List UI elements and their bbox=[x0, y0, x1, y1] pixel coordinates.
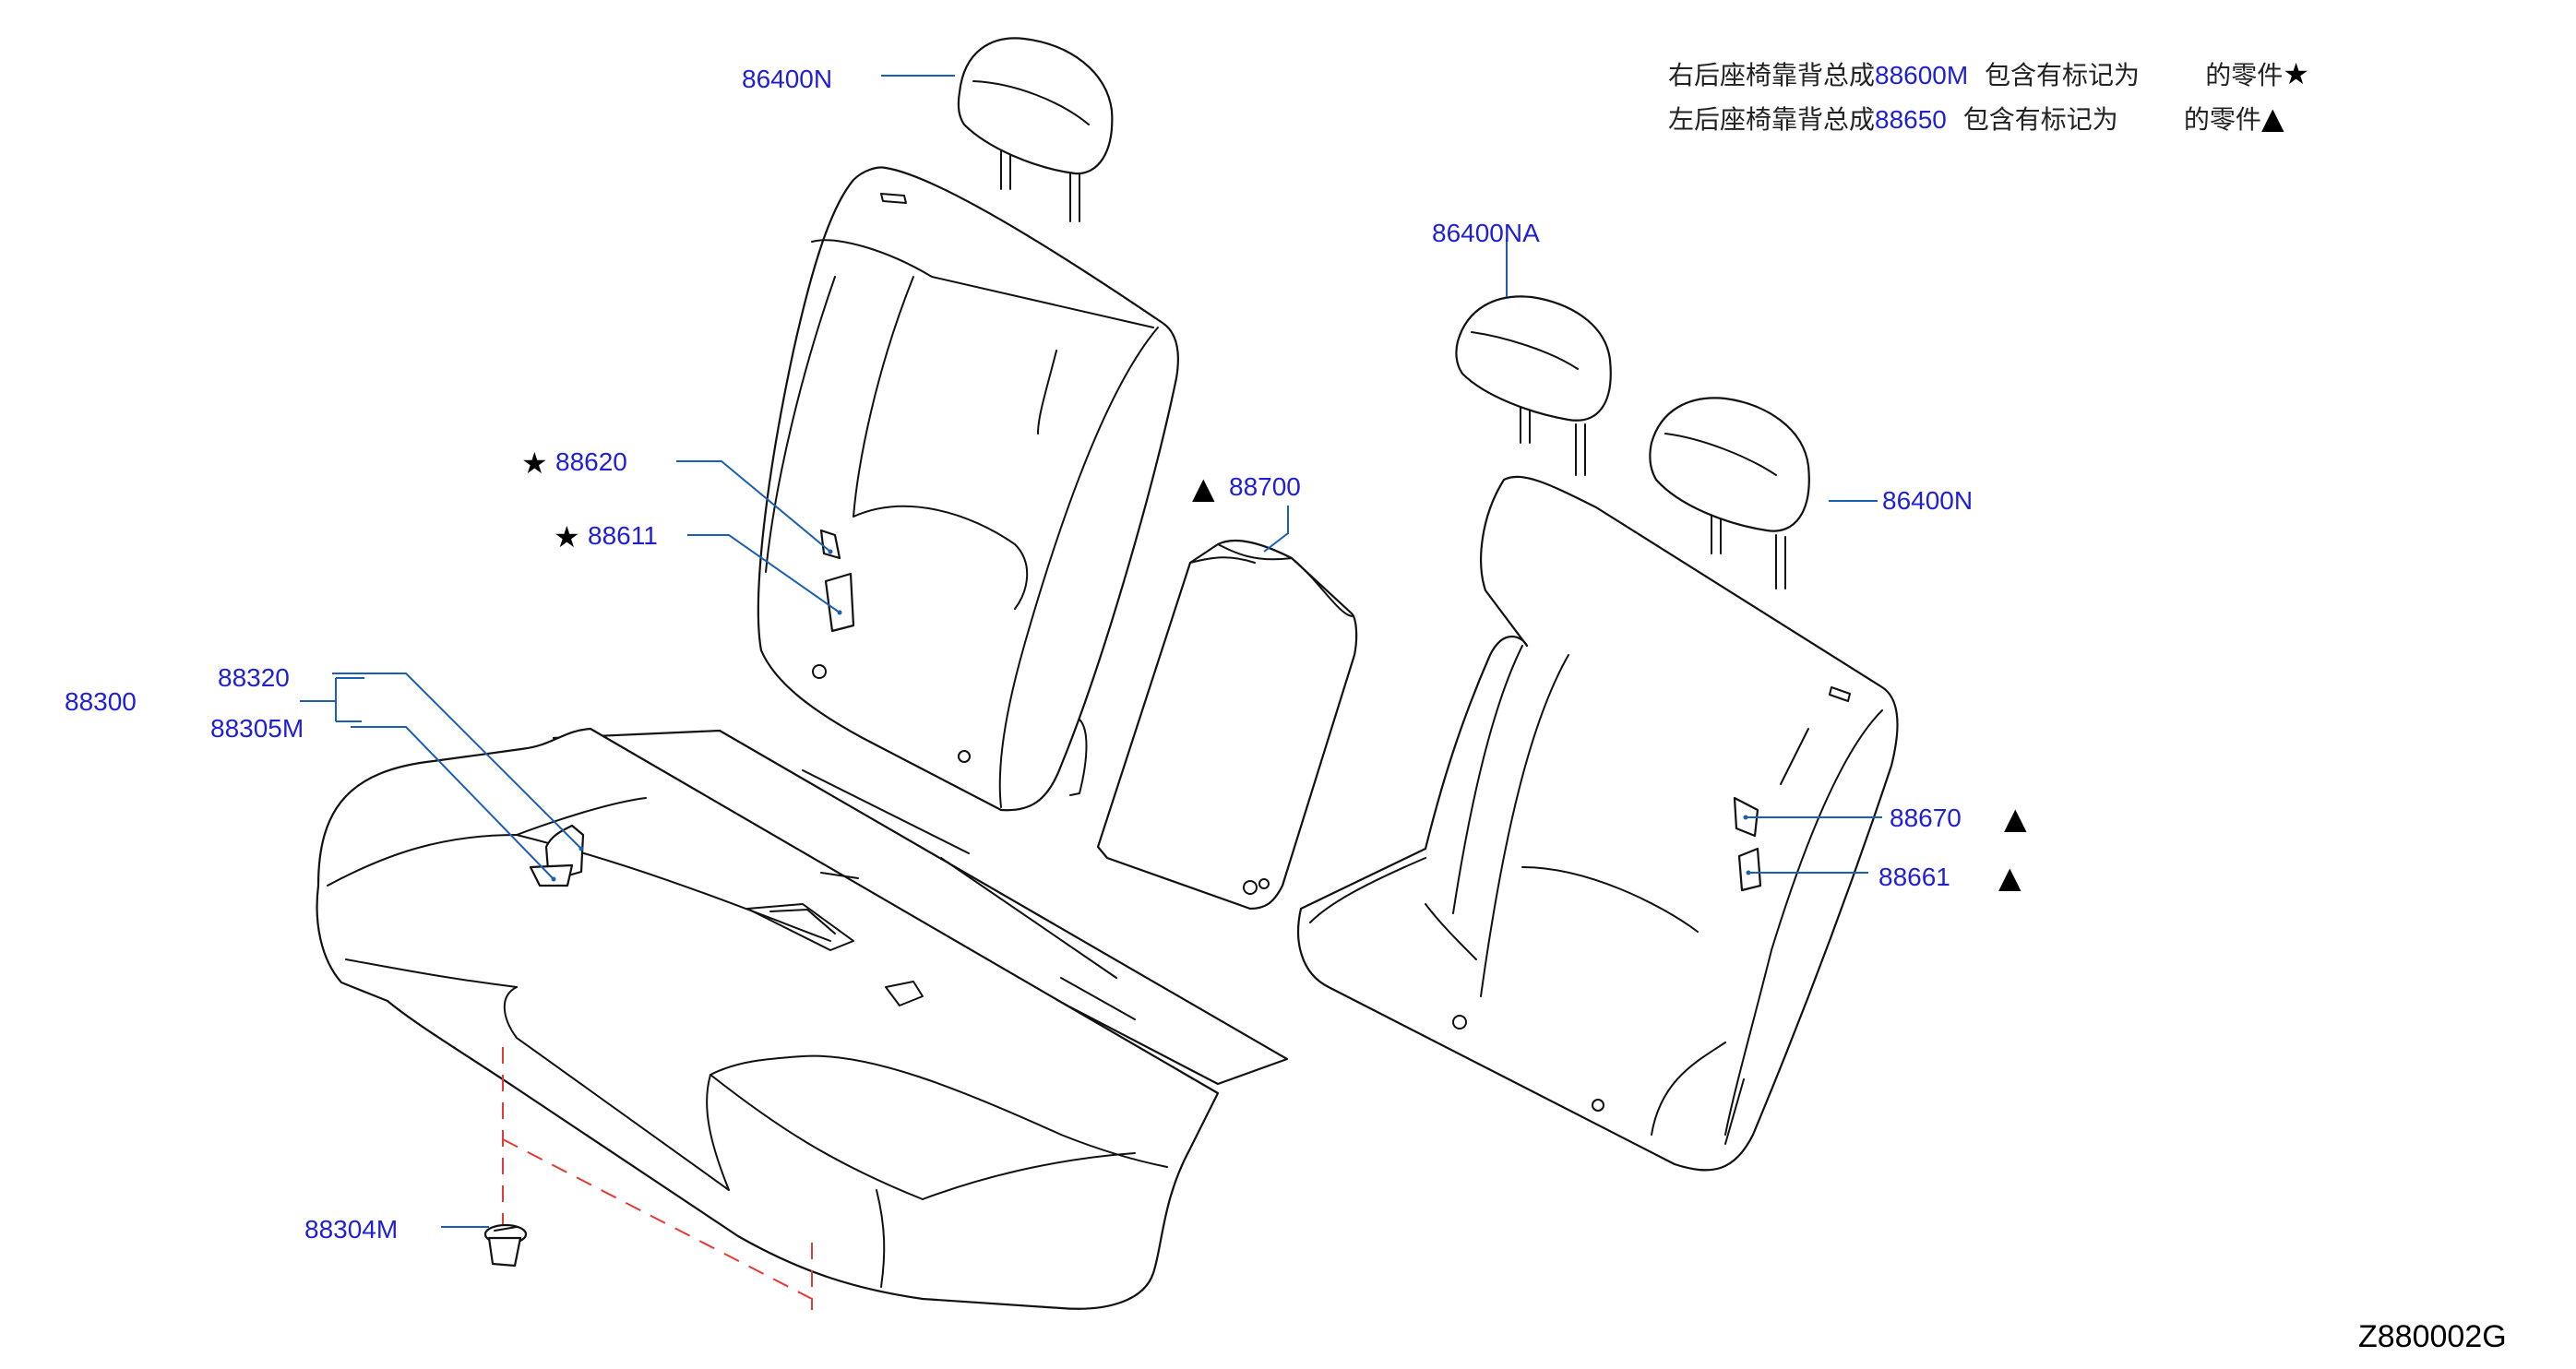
note-left-prefix: 左后座椅靠背总成 bbox=[1668, 104, 1876, 135]
callout-armrest: 88700 bbox=[1229, 472, 1301, 501]
callout-back-left-part-a: 88670 bbox=[1890, 804, 1962, 832]
assembly-note-right: 右后座椅靠背总成88600M 包含有标记为 的零件★ bbox=[1668, 59, 2309, 89]
clip-part bbox=[483, 1223, 528, 1268]
headrest-left-center-drawing bbox=[1455, 295, 1612, 476]
note-left-suffix: 的零件 bbox=[2183, 104, 2261, 135]
note-right-middle: 包含有标记为 bbox=[1985, 60, 2141, 90]
note-right-star-icon: ★ bbox=[2283, 56, 2309, 91]
clip-hidden-line bbox=[502, 1047, 813, 1310]
note-left-part-number: 88650 bbox=[1875, 105, 1947, 134]
callout-back-right-part-b: 88611 bbox=[588, 521, 658, 550]
armrest-drawing bbox=[1096, 539, 1358, 911]
callout-cushion-pad: 88305M bbox=[210, 714, 304, 743]
triangle-marker-88670: ▲ bbox=[2004, 801, 2027, 836]
star-marker-88611: ★ bbox=[554, 519, 580, 554]
triangle-marker-88700: ▲ bbox=[1192, 470, 1215, 506]
headrest-right-drawing bbox=[957, 37, 1114, 222]
right-seat-back-drawing bbox=[757, 166, 1179, 812]
left-seat-back-drawing bbox=[1297, 475, 1899, 1172]
drawing-code: Z880002G bbox=[2358, 1319, 2507, 1354]
callout-headrest-left-center: 86400NA bbox=[1432, 219, 1540, 247]
callout-back-left-part-b: 88661 bbox=[1878, 863, 1950, 891]
callout-clip: 88304M bbox=[304, 1215, 398, 1244]
assembly-note-left: 左后座椅靠背总成88650 包含有标记为 的零件▲ bbox=[1668, 103, 2284, 133]
note-right-suffix: 的零件 bbox=[2205, 60, 2284, 90]
note-left-triangle-icon: ▲ bbox=[2260, 101, 2284, 136]
callout-headrest-right: 86400N bbox=[742, 65, 832, 93]
headrest-left-outer-drawing bbox=[1649, 397, 1810, 589]
note-right-part-number: 88600M bbox=[1875, 61, 1969, 89]
callout-back-right-part-a: 88620 bbox=[555, 447, 627, 476]
callout-headrest-left-outer: 86400N bbox=[1882, 486, 1973, 515]
star-marker-88620: ★ bbox=[521, 446, 548, 481]
triangle-marker-88661: ▲ bbox=[1998, 860, 2021, 895]
leader-lines bbox=[300, 75, 1882, 1228]
note-right-prefix: 右后座椅靠背总成 bbox=[1668, 60, 1876, 90]
callout-cushion-assembly: 88300 bbox=[65, 687, 137, 716]
seat-cushion-drawing bbox=[316, 727, 1289, 1310]
callout-cushion-trim: 88320 bbox=[218, 663, 290, 692]
note-left-middle: 包含有标记为 bbox=[1962, 104, 2118, 135]
